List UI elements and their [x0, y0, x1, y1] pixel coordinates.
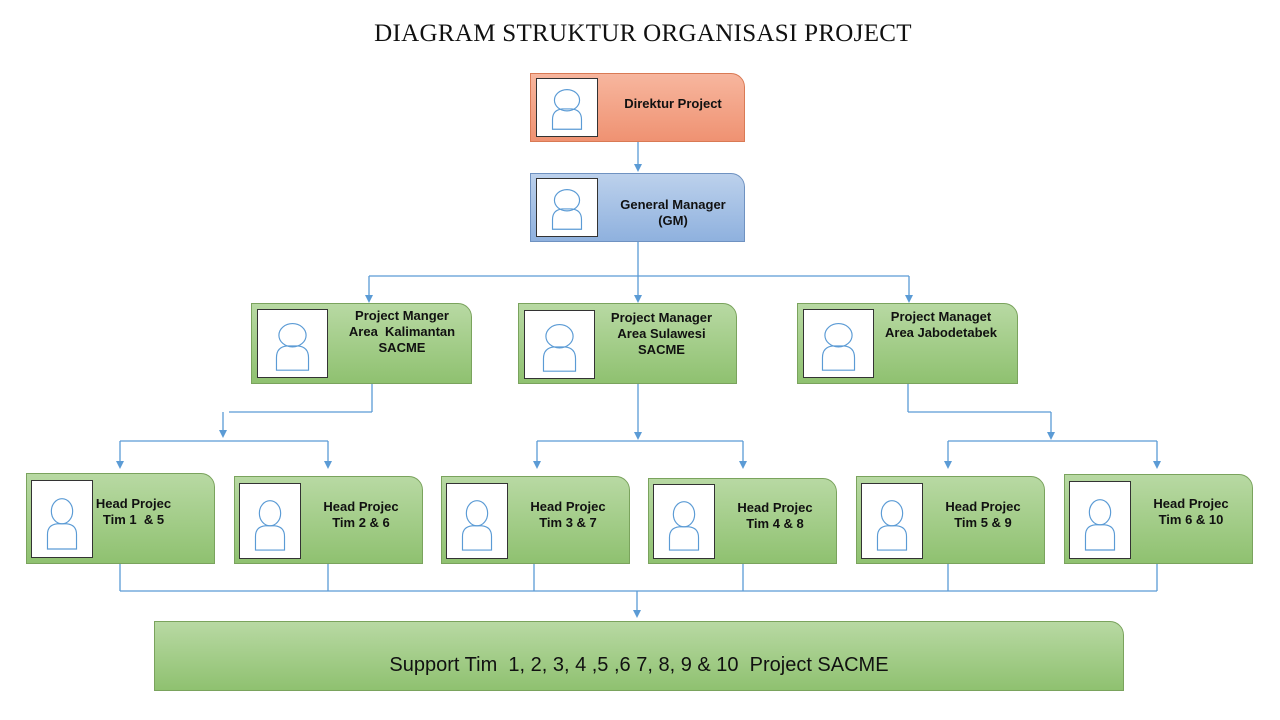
person-placeholder-icon	[803, 309, 874, 378]
person-placeholder-icon	[653, 484, 715, 559]
label-line: Tim 3 & 7	[539, 515, 597, 530]
label-line: Head Projec	[1153, 496, 1229, 511]
label-line: Area Jabodetabek	[885, 325, 997, 340]
node-support-tim: Support Tim 1, 2, 3, 4 ,5 ,6 7, 8, 9 & 1…	[154, 621, 1124, 691]
person-placeholder-icon	[446, 483, 508, 559]
label-line: SACME	[638, 342, 685, 357]
label-line: Head Projec	[530, 499, 606, 514]
node-head-tim-2-6: Head Projec Tim 2 & 6	[234, 476, 423, 564]
label-line: Tim 6 & 10	[1158, 512, 1224, 527]
label-line: Tim 2 & 6	[332, 515, 390, 530]
node-head-tim-1-5: Head Projec Tim 1 & 5	[26, 473, 215, 564]
node-pm-kalimantan: Project Manger Area Kalimantan SACME	[251, 303, 472, 384]
label-line: Tim 1 & 5	[102, 512, 165, 527]
person-placeholder-icon	[31, 480, 93, 558]
node-head-6-label: Head Projec Tim 6 & 10	[1145, 496, 1237, 528]
person-placeholder-icon	[1069, 481, 1131, 559]
label-line: General Manager	[620, 197, 726, 212]
node-head-tim-6-10: Head Projec Tim 6 & 10	[1064, 474, 1253, 564]
node-pm-sulawesi-label: Project Manager Area Sulawesi SACME	[599, 310, 724, 358]
label-line: Area Sulawesi	[617, 326, 706, 341]
node-pm-jabodetabek: Project Managet Area Jabodetabek	[797, 303, 1018, 384]
node-head-3-label: Head Projec Tim 3 & 7	[522, 499, 614, 531]
node-director-label: Direktur Project	[603, 96, 743, 112]
node-head-tim-4-8: Head Projec Tim 4 & 8	[648, 478, 837, 564]
label-line: Area Kalimantan	[348, 324, 456, 339]
label-line: Project Manger	[355, 308, 449, 323]
person-placeholder-icon	[536, 78, 598, 137]
person-placeholder-icon	[524, 310, 595, 379]
label-line: Head Projec	[737, 500, 813, 515]
node-pm-jabodetabek-label: Project Managet Area Jabodetabek	[876, 309, 1006, 341]
person-placeholder-icon	[257, 309, 328, 378]
person-placeholder-icon	[239, 483, 301, 559]
node-head-tim-3-7: Head Projec Tim 3 & 7	[441, 476, 630, 564]
node-pm-kalimantan-label: Project Manger Area Kalimantan SACME	[332, 308, 472, 356]
node-support-label: Support Tim 1, 2, 3, 4 ,5 ,6 7, 8, 9 & 1…	[389, 654, 889, 676]
label-line: Head Projec	[323, 499, 399, 514]
label-line: (GM)	[658, 213, 688, 228]
label-line: Direktur Project	[624, 96, 722, 111]
label-line: Tim 4 & 8	[746, 516, 804, 531]
label-line: SACME	[378, 340, 426, 355]
node-head-5-label: Head Projec Tim 5 & 9	[937, 499, 1029, 531]
person-placeholder-icon	[861, 483, 923, 559]
node-head-1-label: Head Projec Tim 1 & 5	[95, 496, 172, 528]
node-general-manager: General Manager (GM)	[530, 173, 745, 242]
label-line: Project Managet	[890, 309, 992, 324]
node-head-2-label: Head Projec Tim 2 & 6	[315, 499, 407, 531]
label-line: Head Projec	[945, 499, 1021, 514]
label-line: Tim 5 & 9	[954, 515, 1012, 530]
label-line: Head Projec	[95, 496, 172, 511]
node-pm-sulawesi: Project Manager Area Sulawesi SACME	[518, 303, 737, 384]
page-title: DIAGRAM STRUKTUR ORGANISASI PROJECT	[374, 20, 912, 47]
node-gm-label: General Manager (GM)	[603, 197, 743, 229]
person-placeholder-icon	[536, 178, 598, 237]
node-director: Direktur Project	[530, 73, 745, 142]
node-head-4-label: Head Projec Tim 4 & 8	[729, 500, 821, 532]
node-head-tim-5-9: Head Projec Tim 5 & 9	[856, 476, 1045, 564]
label-line: Project Manager	[610, 310, 713, 325]
